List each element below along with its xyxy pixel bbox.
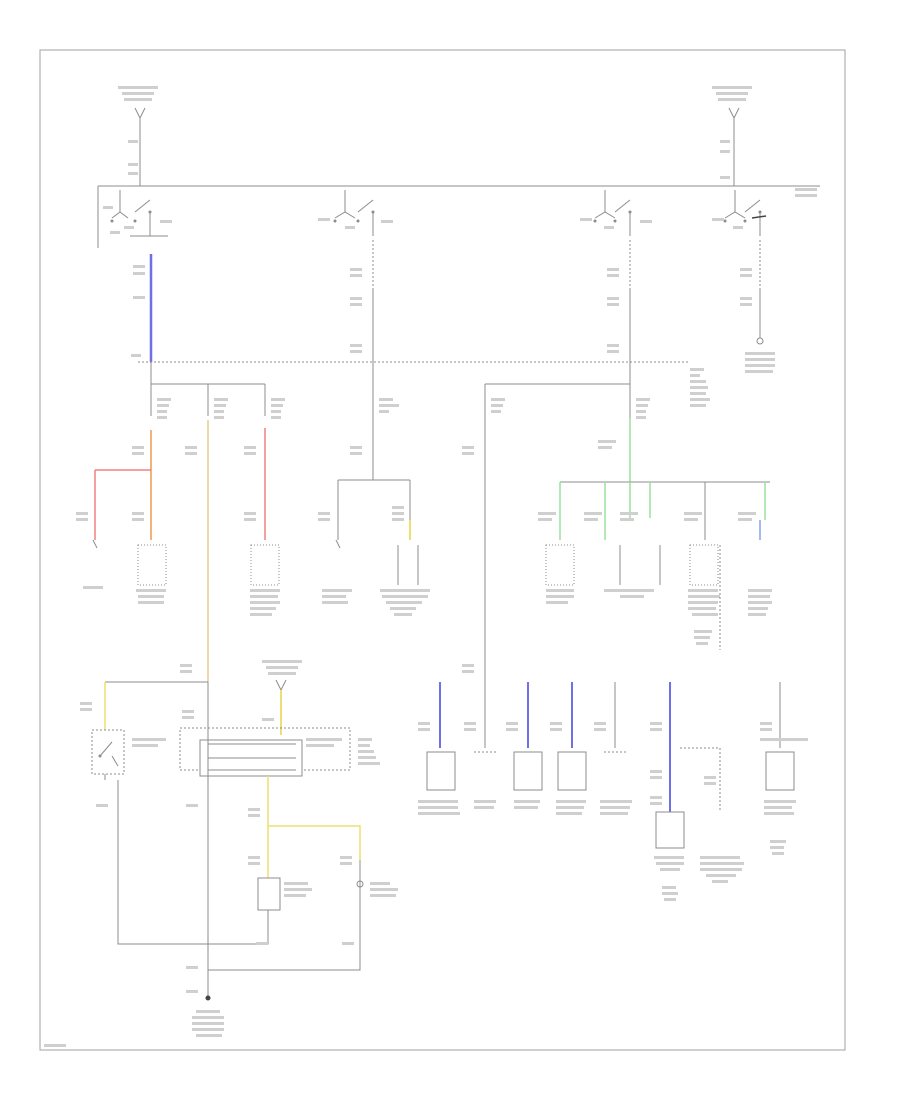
switch-icon — [580, 190, 652, 236]
component-box — [136, 544, 167, 604]
component-box — [654, 811, 685, 901]
component-box — [418, 751, 460, 815]
component-box — [250, 544, 280, 616]
ground-icon — [756, 330, 764, 345]
switch-icon — [318, 190, 393, 236]
junction-box-lower — [179, 727, 380, 777]
relay-switch — [91, 729, 166, 775]
hot-at-all-times-block-left — [118, 86, 158, 186]
yellow-wire-lower — [267, 776, 361, 878]
component-box — [513, 751, 543, 809]
main-bus-line — [97, 185, 820, 248]
fuse-icon — [372, 396, 399, 418]
ground-icon — [205, 985, 211, 1001]
component-box — [545, 544, 575, 604]
ignition-switch-contacts — [103, 190, 767, 237]
component-box — [604, 545, 661, 598]
fuse-icon — [264, 396, 285, 419]
connector-icon — [92, 539, 98, 549]
component-box — [600, 751, 632, 815]
lamp-component — [356, 860, 398, 912]
component-box — [556, 751, 587, 815]
connector-icon — [335, 539, 341, 549]
diagram-frame — [39, 49, 846, 1051]
hot-at-all-times-block-right — [712, 86, 752, 186]
fuse-icon — [484, 396, 505, 418]
component-box — [688, 544, 720, 645]
red-wire — [94, 469, 151, 540]
component-box — [380, 545, 430, 616]
fuse-icon — [629, 396, 650, 419]
switch-icon — [712, 190, 767, 236]
component-box — [760, 738, 808, 855]
hot-source-block-lower — [262, 660, 302, 735]
switch-icon — [103, 190, 172, 237]
fuse-icon — [207, 396, 228, 419]
component-box — [257, 877, 312, 911]
footer-code-mark — [44, 1044, 66, 1047]
fuse-icon — [150, 396, 171, 419]
component-box — [474, 751, 496, 809]
